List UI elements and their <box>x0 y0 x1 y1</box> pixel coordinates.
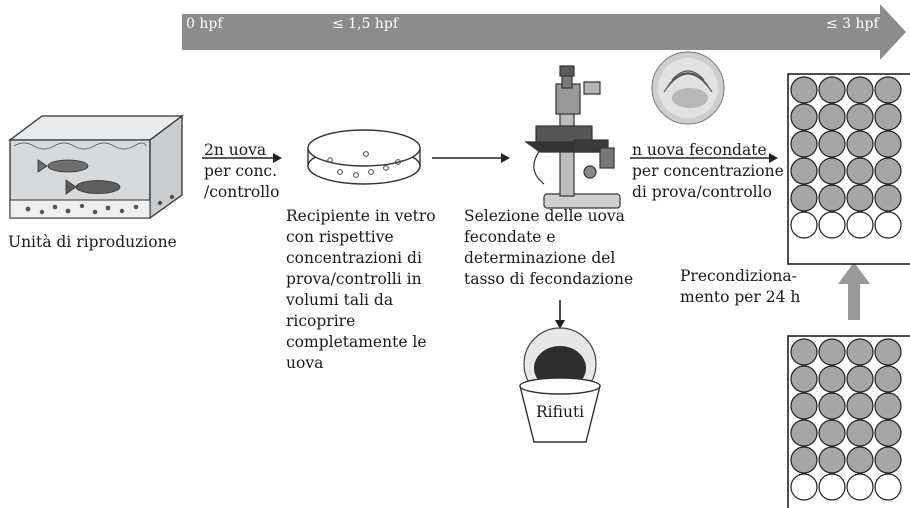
well <box>818 184 846 212</box>
well <box>874 365 902 393</box>
well <box>818 473 846 501</box>
microscope-line-2: fecondate e <box>464 228 556 246</box>
well <box>818 392 846 420</box>
microscope-description: Selezione delle uova fecondate e determi… <box>464 206 633 290</box>
well <box>874 130 902 158</box>
dish-line-5: volumi tali da <box>286 291 394 309</box>
petri-dish-icon <box>307 129 421 185</box>
well <box>818 157 846 185</box>
well <box>846 392 874 420</box>
well <box>874 103 902 131</box>
well <box>874 473 902 501</box>
arrow3-line-2: per concentrazione <box>632 162 784 180</box>
precondition-label: Precondiziona- mento per 24 h <box>680 266 800 308</box>
well <box>846 419 874 447</box>
well <box>790 184 818 212</box>
well <box>846 473 874 501</box>
well <box>846 130 874 158</box>
dish-line-3: concentrazioni di <box>286 249 422 267</box>
microscope-line-4: tasso di fecondazione <box>464 270 634 288</box>
well <box>790 419 818 447</box>
well <box>818 365 846 393</box>
precondition-arrow <box>838 262 870 320</box>
microscope-icon <box>524 65 621 209</box>
well <box>846 211 874 239</box>
well-plate-icon <box>787 335 910 508</box>
well <box>790 103 818 131</box>
arrow3-line-1: n uova fecondate <box>632 141 767 159</box>
microscope-line-3: determinazione del <box>464 249 616 267</box>
well <box>846 157 874 185</box>
timeline-label-2: ≤ 3 hpf <box>826 16 879 32</box>
well <box>818 130 846 158</box>
well <box>790 157 818 185</box>
well <box>818 419 846 447</box>
well <box>874 184 902 212</box>
well <box>790 130 818 158</box>
well-plate-icon <box>787 73 910 265</box>
well <box>874 392 902 420</box>
well <box>874 338 902 366</box>
egg-icon <box>651 51 725 125</box>
dish-description: Recipiente in vetro con rispettive conce… <box>286 206 436 374</box>
waste-label: Rifiuti <box>536 403 585 421</box>
well <box>846 103 874 131</box>
dish-line-2: con rispettive <box>286 228 394 246</box>
arrow1-line-2: per conc. <box>204 162 278 180</box>
well <box>790 365 818 393</box>
well <box>818 338 846 366</box>
dish-line-1: Recipiente in vetro <box>286 207 436 225</box>
arrow1-label: 2n uova per conc. /controllo <box>204 140 279 203</box>
well <box>874 211 902 239</box>
dish-line-8: uova <box>286 354 324 372</box>
arrow3-line-3: di prova/controllo <box>632 183 772 201</box>
well <box>790 473 818 501</box>
dish-line-7: completamente le <box>286 333 427 351</box>
dish-line-4: prova/controlli in <box>286 270 422 288</box>
well <box>790 338 818 366</box>
flow-arrow-2 <box>432 153 510 163</box>
well <box>818 103 846 131</box>
well <box>874 419 902 447</box>
timeline-label-0: 0 hpf <box>186 16 223 32</box>
well <box>818 76 846 104</box>
well <box>846 446 874 474</box>
well <box>846 184 874 212</box>
fish-tank-icon <box>8 114 184 220</box>
well <box>790 76 818 104</box>
microscope-line-1: Selezione delle uova <box>464 207 625 225</box>
well <box>846 76 874 104</box>
breeding-unit-label: Unità di riproduzione <box>8 233 177 251</box>
timeline-arrow <box>182 4 906 60</box>
flow-arrow-1 <box>202 153 282 163</box>
well <box>874 76 902 104</box>
arrow1-line-1: 2n uova <box>204 141 267 159</box>
fish-icon <box>37 159 121 195</box>
arrow3-label: n uova fecondate per concentrazione di p… <box>632 140 784 203</box>
precondition-line-2: mento per 24 h <box>680 288 801 306</box>
precondition-line-1: Precondiziona- <box>680 267 797 285</box>
well <box>846 365 874 393</box>
well <box>790 392 818 420</box>
well <box>874 157 902 185</box>
waste-bin-icon <box>519 327 601 443</box>
dish-line-6: ricoprire <box>286 312 356 330</box>
well <box>818 446 846 474</box>
well <box>790 446 818 474</box>
well <box>846 338 874 366</box>
timeline-label-1: ≤ 1,5 hpf <box>332 16 399 32</box>
well <box>818 211 846 239</box>
well <box>790 211 818 239</box>
well <box>874 446 902 474</box>
flow-arrow-waste <box>555 300 565 329</box>
arrow1-line-3: /controllo <box>204 183 280 201</box>
flow-arrow-3 <box>630 153 778 163</box>
